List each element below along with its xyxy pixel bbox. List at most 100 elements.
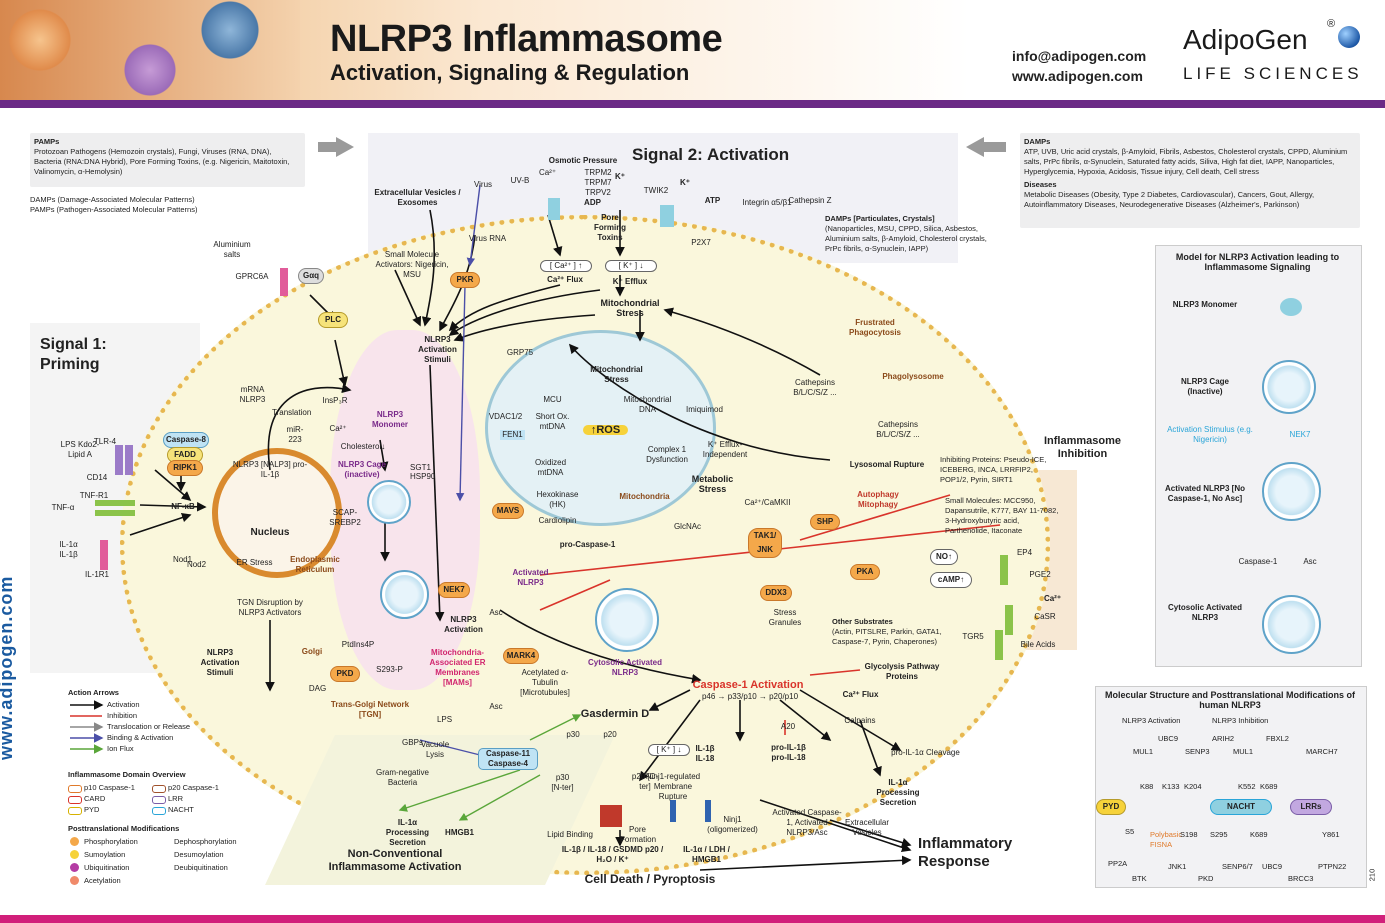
scap-label: SCAP-SREBP2 [329, 508, 361, 527]
insp3r-label: InsP₃R [322, 396, 348, 405]
logo-text: AdipoGen [1183, 24, 1308, 55]
vacuole-label: Vacuole Lysis [420, 740, 450, 759]
mol-site-k204: K204 [1184, 782, 1202, 791]
il1r1-label: IL-1R1 [84, 570, 109, 579]
integrin-label: Integrin α5/β1 [742, 198, 792, 207]
tlr4-receptor-icon-2 [125, 445, 133, 475]
legend-inhibition: Inhibition [107, 711, 138, 720]
damps-text: ATP, UVB, Uric acid crystals, β-Amyloid,… [1024, 147, 1348, 176]
email-link[interactable]: info@adipogen.com [1012, 48, 1147, 64]
mol-bot-ubc9: UBC9 [1262, 862, 1283, 871]
legend-ptm-title: Posttranslational Modifications [68, 824, 180, 833]
nod2-label: Nod2 [186, 560, 207, 569]
mol-top-ubc9: UBC9 [1158, 734, 1179, 743]
model-cage-label: NLRP3 Cage (Inactive) [1180, 377, 1229, 396]
damps-box: DAMPs ATP, UVB, Uric acid crystals, β-Am… [1020, 133, 1360, 228]
damps-arrow-icon [966, 137, 984, 157]
ca-box: [ Ca²⁺ ] ↑ [540, 260, 592, 272]
golgi-label: Golgi [301, 647, 323, 656]
ca2-label: Ca²⁺ [1043, 594, 1062, 603]
mol-site-s198: S198 [1180, 830, 1198, 839]
pkr-node: PKR [450, 272, 480, 288]
pyd-domain: PYD [1096, 799, 1126, 815]
casr-receptor-icon [1005, 605, 1013, 635]
il1-label: IL-1α IL-1β [59, 540, 78, 559]
receptor-group [95, 198, 1013, 827]
pamps-text: Protozoan Pathogens (Hemozoin crystals),… [34, 147, 290, 176]
tlr4-label: TLR-4 [93, 437, 117, 446]
camkii-label: Ca²⁺/CaMKII [744, 498, 791, 507]
legend-sumo: Sumoylation [84, 850, 126, 859]
p30-label: p30 [566, 730, 580, 739]
mark4-node: MARK4 [503, 648, 539, 664]
model-stimulus-label: Activation Stimulus (e.g. Nigericin) [1167, 425, 1253, 444]
model-monomer-label: NLRP3 Monomer [1172, 300, 1238, 309]
k-efflux-pore-label: K⁺ [615, 172, 625, 181]
oxidized-label: Oxidized mtDNA [534, 458, 567, 477]
p2x7-channel-icon [660, 205, 674, 227]
pro-il-label: pro-IL-1β pro-IL-18 [771, 743, 806, 762]
mol-site-k88: K88 [1140, 782, 1154, 791]
gaq-node: Gαq [298, 268, 324, 284]
model-cytosolic-label: Cytosolic Activated NLRP3 [1168, 603, 1242, 622]
aluminium-label: Aluminium salts [213, 240, 251, 259]
poster-code: 210 [1367, 868, 1377, 882]
tnfr1-receptor-icon [95, 500, 135, 506]
lrr-swatch-icon [152, 796, 166, 804]
glycolysis-label: Glycolysis Pathway Proteins [864, 662, 940, 681]
ros-label: ↑ROS [583, 425, 628, 436]
calpains-label: Calpains [844, 716, 876, 725]
tgn-disrupt-label: TGN Disruption by NLRP3 Activators [237, 598, 303, 617]
p20-label: p20 [603, 730, 617, 739]
mol-top-mul1: MUL1 [1133, 747, 1154, 756]
model-cytosolic-icon [1262, 595, 1321, 654]
signal1-title: Signal 1: Priming [40, 336, 107, 373]
model-cage-icon [1262, 360, 1316, 414]
registered-mark: ® [1327, 18, 1336, 30]
metabolic-label: Metabolic Stress [691, 474, 734, 494]
release2-label: IL-1α / LDH / HMGB1 [683, 845, 730, 864]
nod1-label: Nod1 [172, 555, 193, 564]
glcnac-label: GlcNAc [673, 522, 702, 531]
mitochondria-label: Mitochondria [619, 492, 670, 501]
atp-label: ATP [704, 196, 721, 205]
header-divider [0, 100, 1385, 108]
legend-action-title: Action Arrows [68, 688, 119, 697]
pyd-swatch-icon [68, 807, 82, 815]
mol-site-k689b: K689 [1250, 830, 1268, 839]
hmgb1-label: HMGB1 [445, 828, 474, 837]
molecular-panel [1095, 686, 1367, 888]
legend-domain-title: Inflammasome Domain Overview [68, 770, 186, 779]
mol-bot-brcc3: BRCC3 [1288, 874, 1314, 883]
small-mol-label: Small Molecule Activators: Nigericin, MS… [375, 250, 449, 279]
legend-p10: p10 Caspase-1 [84, 783, 135, 792]
k-box: [ K⁺ ] ↓ [605, 260, 657, 272]
mito-stress2-label: Mitochondrial Stress [590, 365, 643, 384]
lyso-rupture-label: Lysosomal Rupture [849, 460, 925, 469]
stimuli-label: NLRP3 Activation Stimuli [200, 648, 240, 677]
acetyl-icon [70, 876, 79, 885]
a20-label: A20 [780, 722, 796, 731]
gram-label: Gram-negative Bacteria [376, 768, 429, 787]
cd14-label: CD14 [86, 473, 108, 482]
stress-granules-label: Stress Granules [768, 608, 802, 627]
ubi-icon [70, 863, 79, 872]
mol-site-k133: K133 [1162, 782, 1180, 791]
damps-definition: DAMPs (Damage-Associated Molecular Patte… [30, 195, 195, 204]
website-link[interactable]: www.adipogen.com [1012, 68, 1143, 84]
model-activated-icon [1262, 462, 1321, 521]
legend-p20: p20 Caspase-1 [168, 783, 219, 792]
p20-swatch-icon [152, 785, 166, 793]
sumo-icon [70, 850, 79, 859]
k-p2x7-label: K⁺ [680, 178, 690, 187]
gbps-label: GBPs [402, 738, 423, 747]
nacht-swatch-icon [152, 807, 166, 815]
k-box2: [ K⁺ ] ↓ [648, 744, 690, 756]
pyroptosis-label: Cell Death / Pyroptosis [584, 872, 716, 886]
activated-nlrp3-ring-icon [380, 570, 429, 619]
model-monomer-icon [1280, 298, 1302, 316]
mol-top-senp3: SENP3 [1185, 747, 1210, 756]
cyto-nlrp3-label: Cytosolic Activated NLRP3 [588, 658, 662, 677]
lps-label: LPS Kdo2-Lipid A [60, 440, 100, 459]
pamps-arrow-icon [336, 137, 354, 157]
